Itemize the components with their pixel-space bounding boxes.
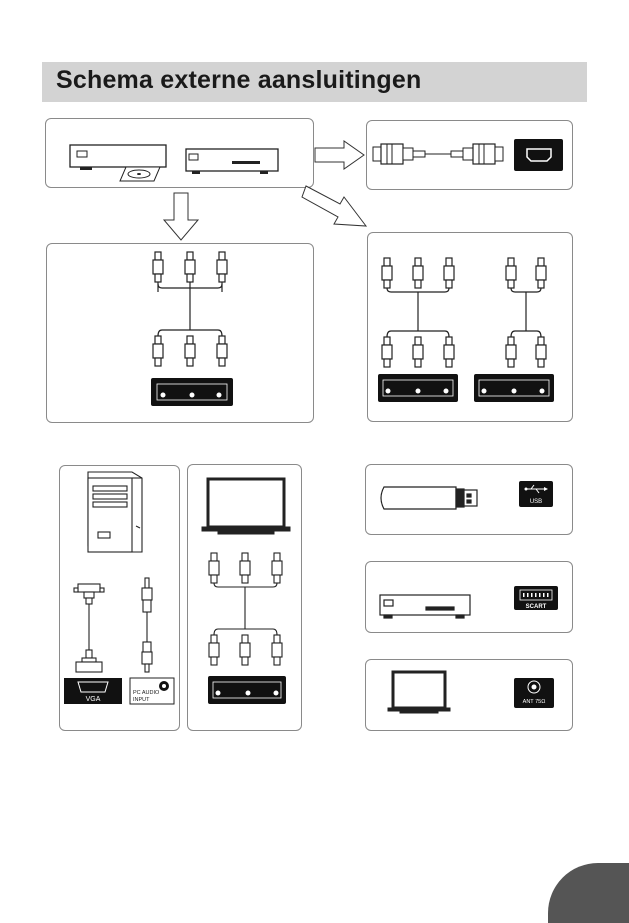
- hdmi-cable-icon: [372, 143, 504, 165]
- pc-audio-label-1: PC AUDIO: [133, 690, 160, 696]
- antenna-panel: ANT 75Ω: [365, 659, 573, 731]
- monitor-av-illustration: [201, 477, 291, 704]
- scart-illustration: SCART: [379, 586, 558, 619]
- usb-illustration: USB: [380, 481, 553, 510]
- hdmi-illustration: [372, 139, 563, 171]
- monitor-av-panel: [187, 464, 302, 731]
- vga-plug-icon: [73, 583, 105, 673]
- tv-monitor-icon: [201, 477, 291, 535]
- pc-audio-label-2: INPUT: [133, 697, 150, 703]
- arrow-down-icon: [162, 192, 200, 241]
- set-top-box-icon: [185, 148, 279, 174]
- scart-port-icon: SCART: [514, 586, 558, 610]
- vga-port-icon: VGA: [64, 678, 122, 704]
- av-port-panel-icon: [474, 374, 554, 402]
- ant-label: ANT 75Ω: [523, 699, 546, 705]
- pc-tower-icon: [87, 471, 143, 553]
- page-title-bar: Schema externe aansluitingen: [42, 62, 587, 102]
- av-connection-panel-left: [46, 243, 314, 423]
- scart-panel: SCART: [365, 561, 573, 633]
- rca-cable-icon: [152, 251, 228, 367]
- hdmi-panel: [366, 120, 573, 190]
- arrow-right-icon: [314, 140, 365, 170]
- dvd-player-icon: [69, 144, 167, 182]
- usb-stick-icon: [380, 486, 478, 510]
- av-port-panel-icon: [378, 374, 458, 402]
- antenna-port-icon: ANT 75Ω: [514, 678, 554, 708]
- rca-cable-icon: [381, 257, 547, 368]
- av-port-panel-icon: [151, 378, 233, 406]
- pc-connection-illustration: VGA PC AUDIO INPUT: [64, 471, 175, 705]
- audio-port-icon: PC AUDIO INPUT: [129, 677, 175, 705]
- usb-panel: USB: [365, 464, 573, 535]
- page-tab-decoration: [548, 863, 629, 923]
- av-connection-illustration-right: [378, 257, 554, 402]
- hdmi-port-icon: [514, 139, 563, 171]
- usb-label: USB: [530, 499, 542, 505]
- scart-label: SCART: [526, 604, 547, 610]
- page-title: Schema externe aansluitingen: [56, 66, 422, 94]
- usb-port-icon: USB: [519, 481, 553, 507]
- antenna-illustration: ANT 75Ω: [387, 670, 554, 714]
- tv-monitor-icon: [387, 670, 451, 714]
- av-connection-illustration-left: [151, 251, 233, 406]
- source-devices-panel: [45, 118, 314, 188]
- av-connection-panel-right: [367, 232, 573, 422]
- set-top-box-icon: [379, 594, 471, 619]
- arrow-diagonal-icon: [301, 185, 368, 227]
- pc-connection-panel: VGA PC AUDIO INPUT: [59, 465, 180, 731]
- av-port-panel-icon: [208, 676, 286, 704]
- rca-cable-icon: [208, 552, 283, 666]
- vga-label: VGA: [86, 696, 101, 703]
- audio-jack-icon: [141, 577, 153, 673]
- source-devices-illustration: [69, 144, 279, 182]
